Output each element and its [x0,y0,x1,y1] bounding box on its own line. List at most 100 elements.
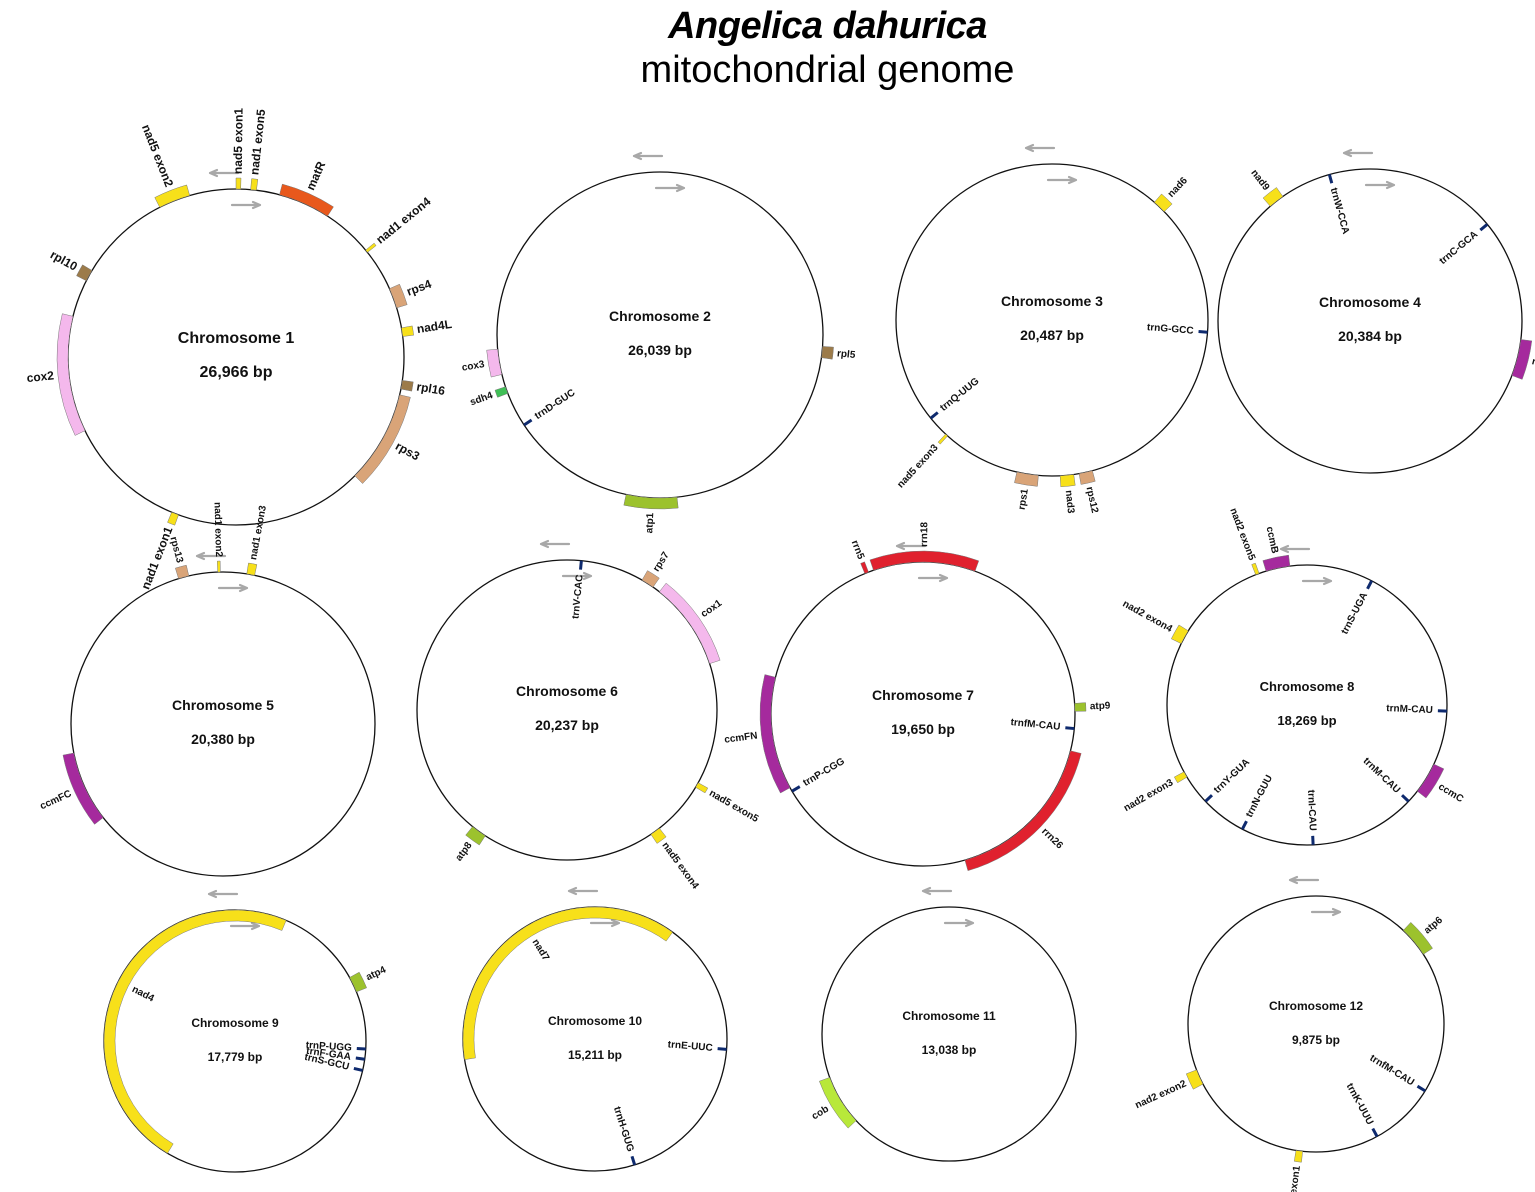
counterclockwise-arrow-icon [1342,148,1374,158]
chromosome-length: 19,650 bp [891,721,955,737]
gene-ccmfc: ccmFC [38,752,104,825]
gene-trnn-guu: trnN-GUU [1241,773,1275,830]
chromosome-length: 20,380 bp [191,731,255,747]
gene-label: rpl5 [836,348,856,361]
gene-block [400,380,414,392]
gene-block [349,971,367,993]
gene-rps3: rps3 [354,394,422,484]
gene-block [658,582,721,664]
gene-nad6: nad6 [1153,175,1190,212]
gene-nad2-exon3: nad2 exon3 [1122,771,1188,814]
gene-label: rps1 [1017,488,1031,511]
gene-label: nad2 exon5 [1227,507,1257,563]
gene-block [1170,624,1189,644]
chromosome-circle [1187,895,1445,1153]
gene-cox3: cox3 [461,348,503,378]
gene-rps13: rps13 [167,536,190,579]
gene-label: nad7 [530,937,552,963]
gene-label: trnW-CCA [1328,187,1351,236]
gene-trnq-uug: trnQ-UUG [929,376,982,420]
gene-block [1074,702,1087,712]
gene-block [462,906,673,1060]
gene-sdh4: sdh4 [469,386,509,408]
gene-tick [1065,726,1075,731]
clockwise-arrow-icon [654,183,686,193]
gene-block [401,325,414,337]
counterclockwise-arrow-icon [1288,875,1320,885]
counterclockwise-arrow-icon [195,551,227,561]
gene-block [1251,562,1260,576]
gene-label: mttB [1531,356,1535,372]
gene-label: cox2 [26,368,55,385]
clockwise-arrow-icon [1310,907,1342,917]
gene-block [217,560,221,573]
gene-cox1: cox1 [658,582,724,664]
gene-nad2-exon4: nad2 exon4 [1121,598,1189,644]
gene-block [819,1077,857,1129]
gene-nad5-exon3: nad5 exon3 [895,433,948,490]
gene-tick [630,1155,637,1166]
gene-label: cob [810,1104,831,1123]
gene-label: rrn5 [849,539,867,562]
gene-tick [791,785,801,793]
gene-block [486,348,503,378]
gene-matr: matR [279,159,334,217]
clockwise-arrow-icon [1046,175,1078,185]
gene-block [1262,554,1291,572]
clockwise-arrow-icon [589,918,621,928]
gene-nad1-exon2: nad1 exon2 [212,502,224,573]
gene-label: trnfM-CAU [1010,717,1061,733]
chromosome-circle [67,188,405,526]
gene-tick [1479,223,1489,232]
figure-title: Angelica dahurica mitochondrial genome [0,4,1535,92]
gene-block [465,826,486,846]
gene-atp1: atp1 [623,494,679,534]
gene-ccmfn: ccmFN [724,674,791,794]
counterclockwise-arrow-icon [1279,544,1311,554]
chromosome-circle [1217,168,1523,474]
gene-block [103,909,287,1154]
gene-rps7: rps7 [641,550,672,588]
gene-label: rpl10 [48,248,80,274]
gene-label: trnfM-CAU [1368,1053,1416,1089]
genome-subtitle: mitochondrial genome [640,49,1015,91]
chromosome-length: 20,487 bp [1020,327,1084,343]
gene-tick [353,1066,363,1072]
clockwise-arrow-icon [217,583,249,593]
gene-block [389,283,408,309]
chromosome-name: Chromosome 1 [178,330,295,347]
chromosome-name: Chromosome 7 [872,687,974,703]
gene-trnh-gug: trnH-GUG [611,1105,637,1166]
chromosome-name: Chromosome 2 [609,308,711,324]
species-title: Angelica dahurica [668,5,987,47]
gene-ccmc: ccmC [1416,763,1465,805]
gene-tick [1416,1084,1426,1093]
gene-nad5-exon2: nad5 exon2 [139,122,191,208]
gene-tick [523,418,533,427]
gene-tick [579,560,583,570]
gene-label: rps12 [1084,486,1101,515]
gene-atp4: atp4 [349,964,388,993]
chromosome-circle [821,906,1077,1162]
gene-label: nad5 exon4 [659,840,700,891]
gene-label: sdh4 [469,390,495,408]
gene-label: trnE-UUC [667,1039,713,1053]
chromosome-length: 15,211 bp [568,1048,622,1062]
gene-label: nad5 exon1 [231,108,246,175]
chromosome-name: Chromosome 12 [1269,999,1363,1013]
gene-label: nad2 exon1 [1285,1165,1303,1192]
gene-label: trnH-GUG [611,1105,636,1153]
gene-block [759,674,791,794]
clockwise-arrow-icon [229,921,261,931]
gene-trns-uga: trnS-UGA [1339,580,1373,636]
gene-block [695,782,709,794]
gene-trnc-gca: trnC-GCA [1437,223,1489,267]
gene-block [1416,763,1445,799]
